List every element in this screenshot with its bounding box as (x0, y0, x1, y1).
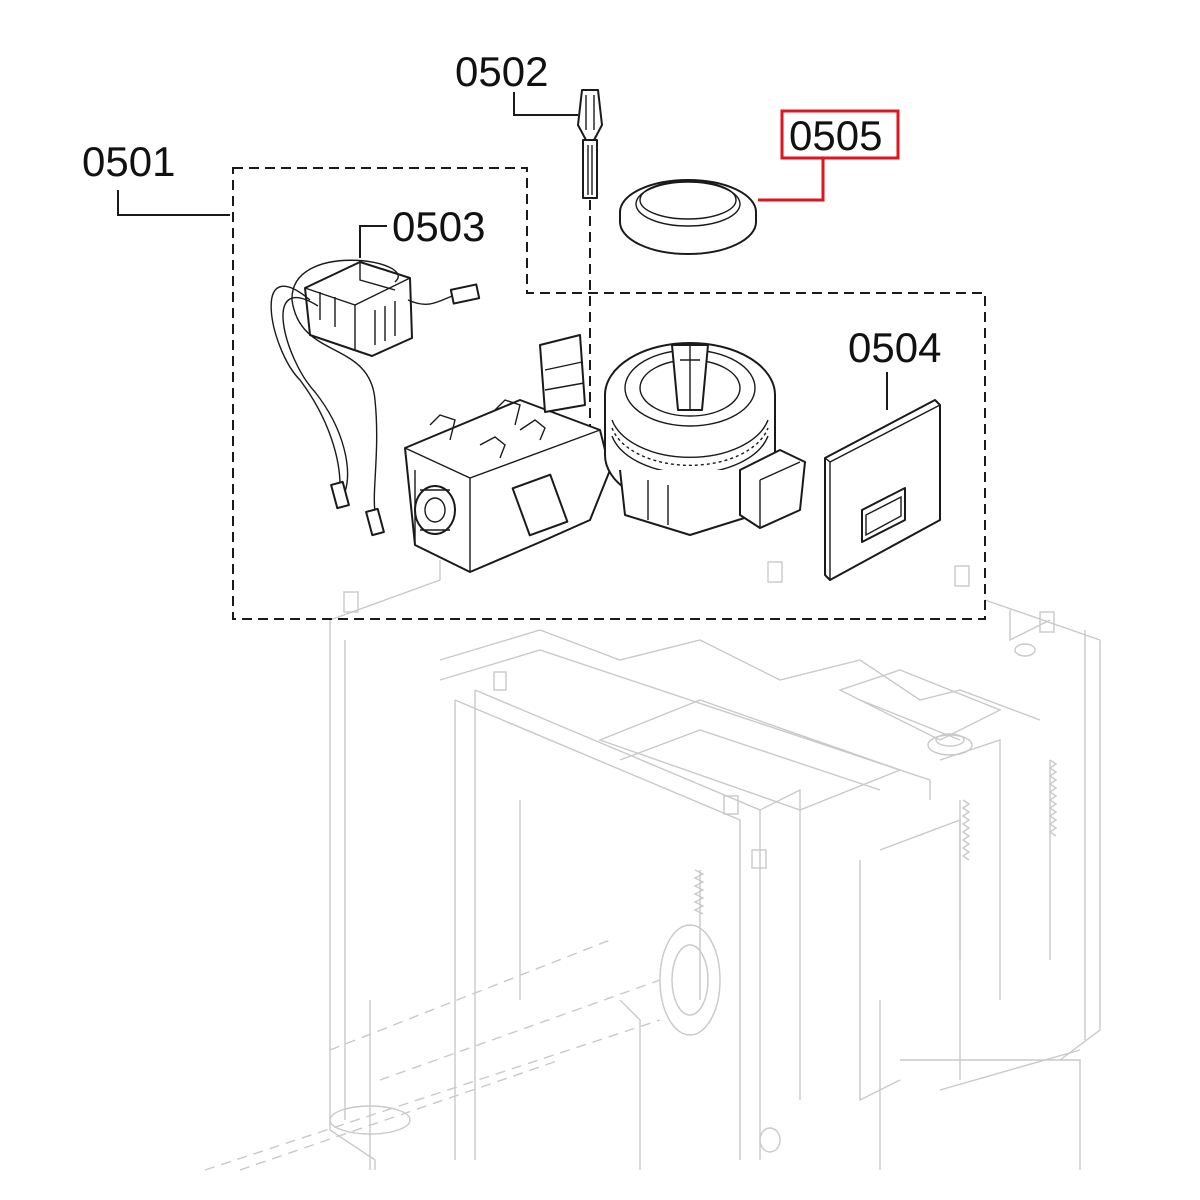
leader-0505 (758, 158, 825, 202)
part-0502-pin (577, 89, 603, 440)
highlight-box-0505 (780, 109, 900, 160)
callout-0503: 0503 (392, 203, 485, 250)
leader-0501 (117, 190, 230, 216)
callout-0505: 0505 (789, 112, 882, 159)
part-0504-plate (824, 399, 941, 581)
main-valve-assembly (404, 334, 806, 573)
assembly-0501-boundary (232, 167, 986, 620)
machine-chassis-ghost (204, 560, 1101, 1171)
part-0505-seal-ring (619, 179, 757, 255)
callout-0502: 0502 (455, 48, 548, 95)
leader-0503 (359, 225, 387, 258)
leader-0502 (513, 92, 578, 116)
part-0503-switch-with-wires (270, 259, 481, 537)
callout-0501: 0501 (82, 138, 175, 185)
callout-0504: 0504 (848, 324, 941, 371)
callout-leaders (117, 92, 888, 410)
